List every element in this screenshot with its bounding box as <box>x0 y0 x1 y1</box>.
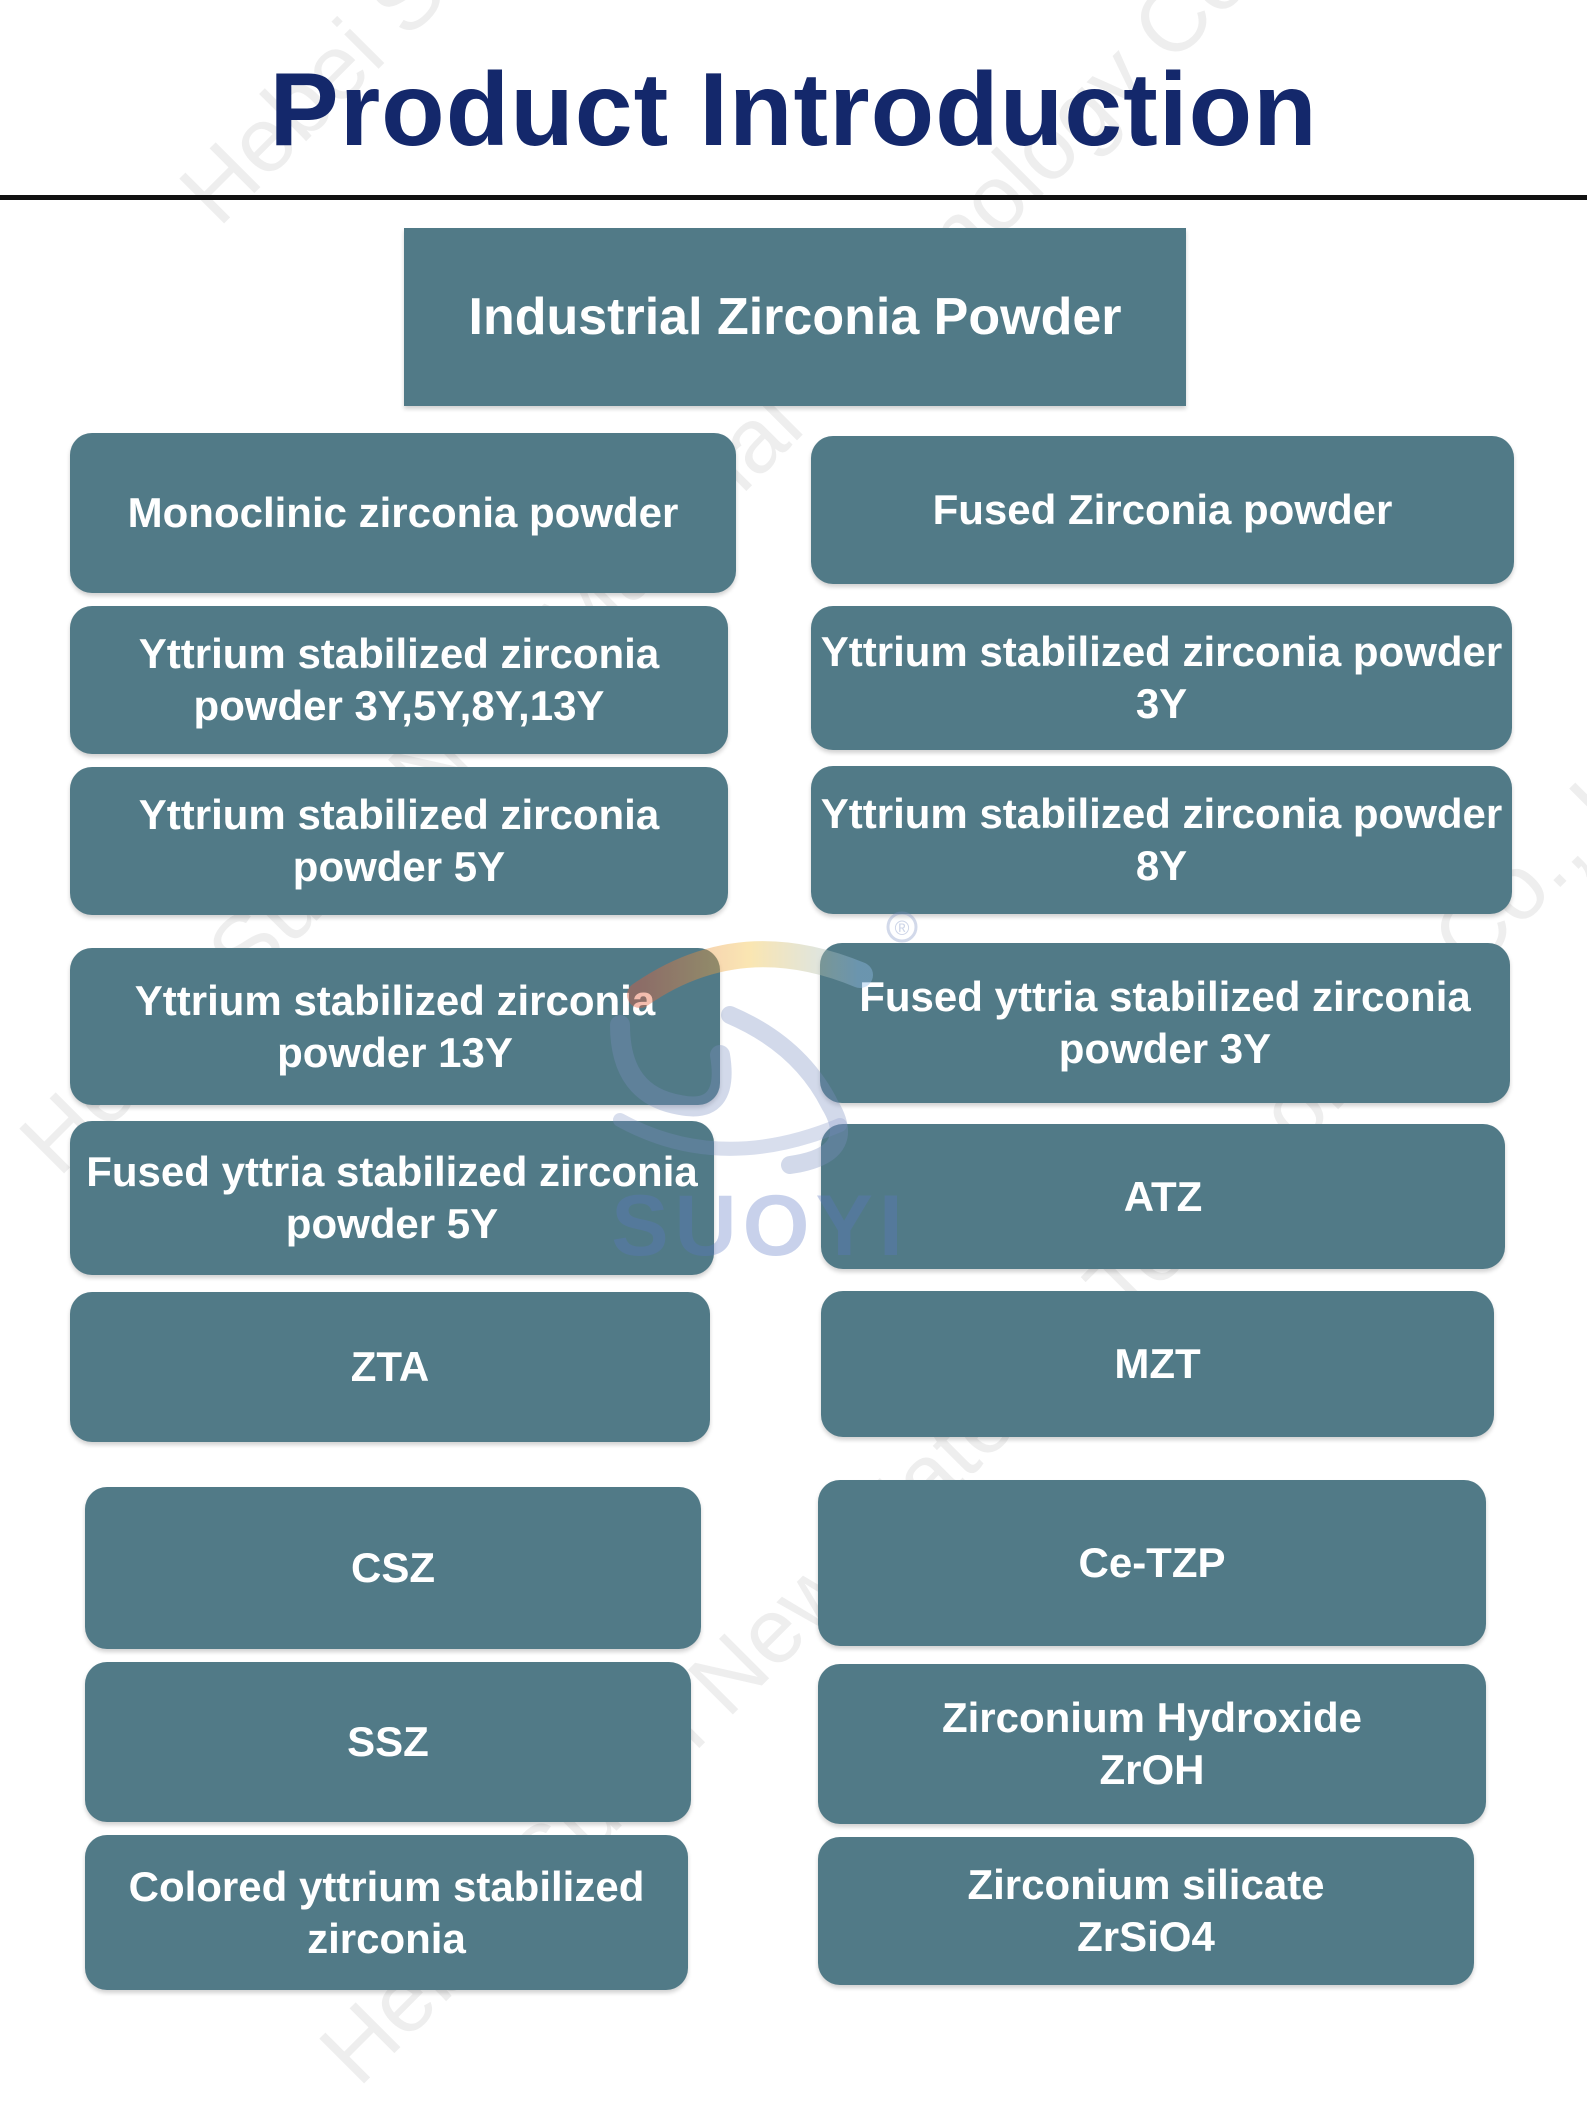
product-card-left: SSZ <box>85 1662 691 1822</box>
product-card-label: Yttrium stabilized zirconia powder 3Y <box>820 628 1503 727</box>
product-card-label: Fused yttria stabilized zirconia powder … <box>859 973 1471 1072</box>
product-card-left: Yttrium stabilized zirconia powder 13Y <box>70 948 720 1105</box>
product-card-left: Fused yttria stabilized zirconia powder … <box>70 1121 714 1275</box>
product-card-label: Zirconium silicate ZrSiO4 <box>967 1861 1325 1960</box>
product-card-left: Colored yttrium stabilized zirconia <box>85 1835 688 1990</box>
product-card-label: Ce-TZP <box>1078 1539 1226 1586</box>
product-card-label: Yttrium stabilized zirconia powder 5Y <box>138 791 660 890</box>
product-card-left: ZTA <box>70 1292 710 1442</box>
product-card-right: Fused Zirconia powder <box>811 436 1514 584</box>
product-card-right: Ce-TZP <box>818 1480 1486 1646</box>
product-card-right: Fused yttria stabilized zirconia powder … <box>820 943 1510 1103</box>
title-divider <box>0 195 1587 200</box>
product-card-label: Fused yttria stabilized zirconia powder … <box>86 1148 698 1247</box>
page-title: Product Introduction <box>269 52 1318 168</box>
product-card-label: MZT <box>1114 1340 1201 1387</box>
product-card-label: Yttrium stabilized zirconia powder 8Y <box>820 790 1503 889</box>
product-card-right: MZT <box>821 1291 1494 1437</box>
product-card-right: Zirconium Hydroxide ZrOH <box>818 1664 1486 1824</box>
product-card-label: Colored yttrium stabilized zirconia <box>128 1862 645 1962</box>
root-category-card: Industrial Zirconia Powder <box>404 228 1186 406</box>
product-card-left: Monoclinic zirconia powder <box>70 433 736 593</box>
product-card-right: Yttrium stabilized zirconia powder 8Y <box>811 766 1512 914</box>
product-card-label: CSZ <box>351 1544 435 1591</box>
product-card-right: Zirconium silicate ZrSiO4 <box>818 1837 1474 1985</box>
product-card-label: Yttrium stabilized zirconia powder 3Y,5Y… <box>138 630 660 729</box>
product-card-left: Yttrium stabilized zirconia powder 3Y,5Y… <box>70 606 728 754</box>
root-category-label: Industrial Zirconia Powder <box>468 288 1122 346</box>
product-card-label: ATZ <box>1123 1172 1203 1220</box>
product-card-right: Yttrium stabilized zirconia powder 3Y <box>811 606 1512 750</box>
product-card-left: CSZ <box>85 1487 701 1649</box>
product-card-label: SSZ <box>347 1718 429 1765</box>
product-card-label: ZTA <box>350 1343 430 1390</box>
product-card-label: Fused Zirconia powder <box>932 486 1393 533</box>
product-card-right: ATZ <box>821 1124 1505 1269</box>
product-card-label: Yttrium stabilized zirconia powder 13Y <box>134 976 656 1076</box>
product-card-left: Yttrium stabilized zirconia powder 5Y <box>70 767 728 915</box>
product-card-label: Monoclinic zirconia powder <box>127 489 679 536</box>
product-card-label: Zirconium Hydroxide ZrOH <box>941 1694 1363 1793</box>
registered-mark: ® <box>895 918 910 940</box>
